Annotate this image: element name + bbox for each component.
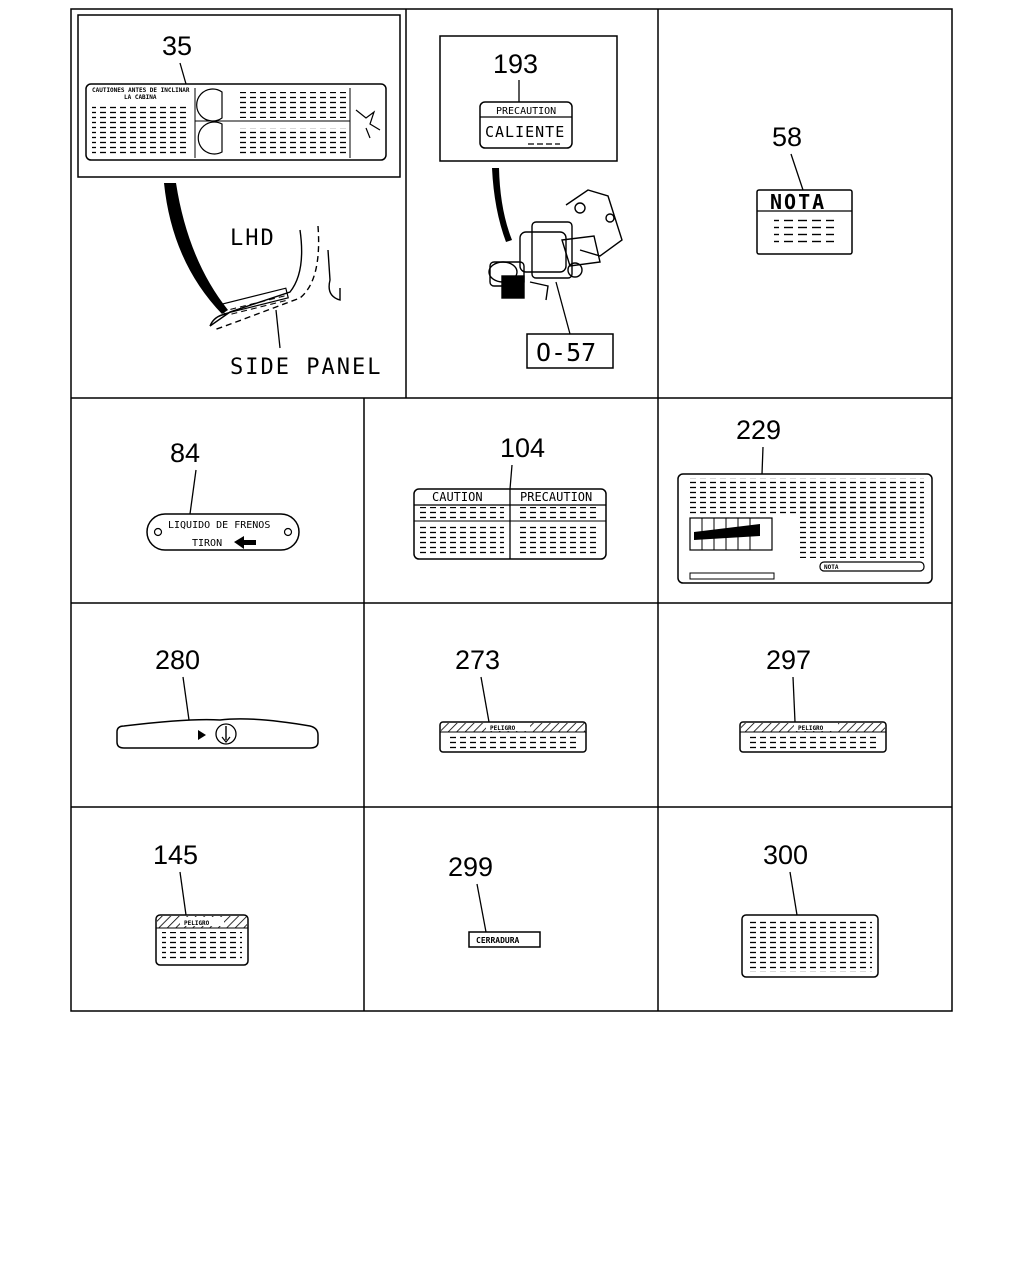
cell-part-299: 299 CERRADURA [448, 852, 541, 948]
callout-299: 299 [448, 852, 493, 882]
label-299 [468, 931, 541, 948]
callout-229: 229 [736, 415, 781, 445]
cell-part-193: 193 PRECAUTION CALIENTE O-57 [439, 35, 623, 369]
label-35-line2: LA CABINA [124, 94, 157, 101]
label-297 [739, 721, 887, 753]
label-229-tag: NOTA [824, 564, 839, 571]
label-104-right: PRECAUTION [520, 490, 592, 504]
side-panel-label: SIDE PANEL [230, 355, 382, 380]
callout-280: 280 [155, 645, 200, 675]
label-299-text: CERRADURA [476, 936, 520, 945]
callout-193: 193 [493, 49, 538, 79]
callout-300: 300 [763, 840, 808, 870]
callout-297: 297 [766, 645, 811, 675]
callout-273: 273 [455, 645, 500, 675]
lhd-label: LHD [230, 226, 276, 251]
label-145-text: PELIGRO [184, 920, 210, 927]
label-145 [155, 914, 249, 966]
ref-box [526, 333, 614, 369]
callout-104: 104 [500, 433, 545, 463]
callout-145: 145 [153, 840, 198, 870]
label-300 [741, 914, 879, 978]
leader-pointer [492, 168, 512, 242]
cell-part-35: 35 CAUTIONES ANTES DE INCLINAR LA CABINA… [77, 14, 401, 380]
label-58-text: NOTA [770, 190, 826, 214]
label-229 [677, 473, 933, 584]
leader-pointer [164, 183, 228, 314]
cell-part-300: 300 [741, 840, 879, 978]
inset-frame [77, 14, 401, 178]
label-297-text: PELIGRO [798, 725, 824, 732]
arrow-right-icon [198, 730, 206, 740]
cell-part-145: 145 PELIGRO [153, 840, 249, 966]
label-193-main: CALIENTE [485, 123, 565, 141]
label-84-line2: TIRON [192, 538, 222, 549]
cell-part-58: 58 NOTA [756, 122, 853, 255]
callout-58: 58 [772, 122, 802, 152]
arrow-left-icon [234, 536, 256, 549]
cell-part-104: 104 CAUTION PRECAUTION [413, 433, 607, 560]
label-35-line1: CAUTIONES ANTES DE INCLINAR [92, 87, 190, 94]
grid-frame [70, 8, 953, 1012]
label-58 [756, 189, 853, 255]
label-193 [479, 101, 573, 149]
label-84 [146, 513, 300, 551]
cell-part-84: 84 LIQUIDO DE FRENOS TIRON [146, 438, 300, 551]
label-35 [85, 83, 387, 161]
label-84-line1: LIQUIDO DE FRENOS [168, 520, 270, 531]
label-273-text: PELIGRO [490, 725, 516, 732]
label-193-top: PRECAUTION [496, 106, 556, 117]
inset-frame [439, 35, 618, 162]
callout-35: 35 [162, 31, 192, 61]
lock-dial-icon [215, 723, 237, 745]
cell-part-280: 280 [116, 645, 319, 749]
label-104-left: CAUTION [432, 490, 483, 504]
ref-box-label: O-57 [536, 338, 596, 367]
cell-part-229: 229 NOTA [677, 415, 933, 584]
callout-84: 84 [170, 438, 200, 468]
cell-part-273: 273 PELIGRO [439, 645, 587, 753]
label-273 [439, 721, 587, 753]
cell-part-297: 297 PELIGRO [739, 645, 887, 753]
valve-component [488, 189, 623, 301]
label-280 [116, 718, 319, 749]
